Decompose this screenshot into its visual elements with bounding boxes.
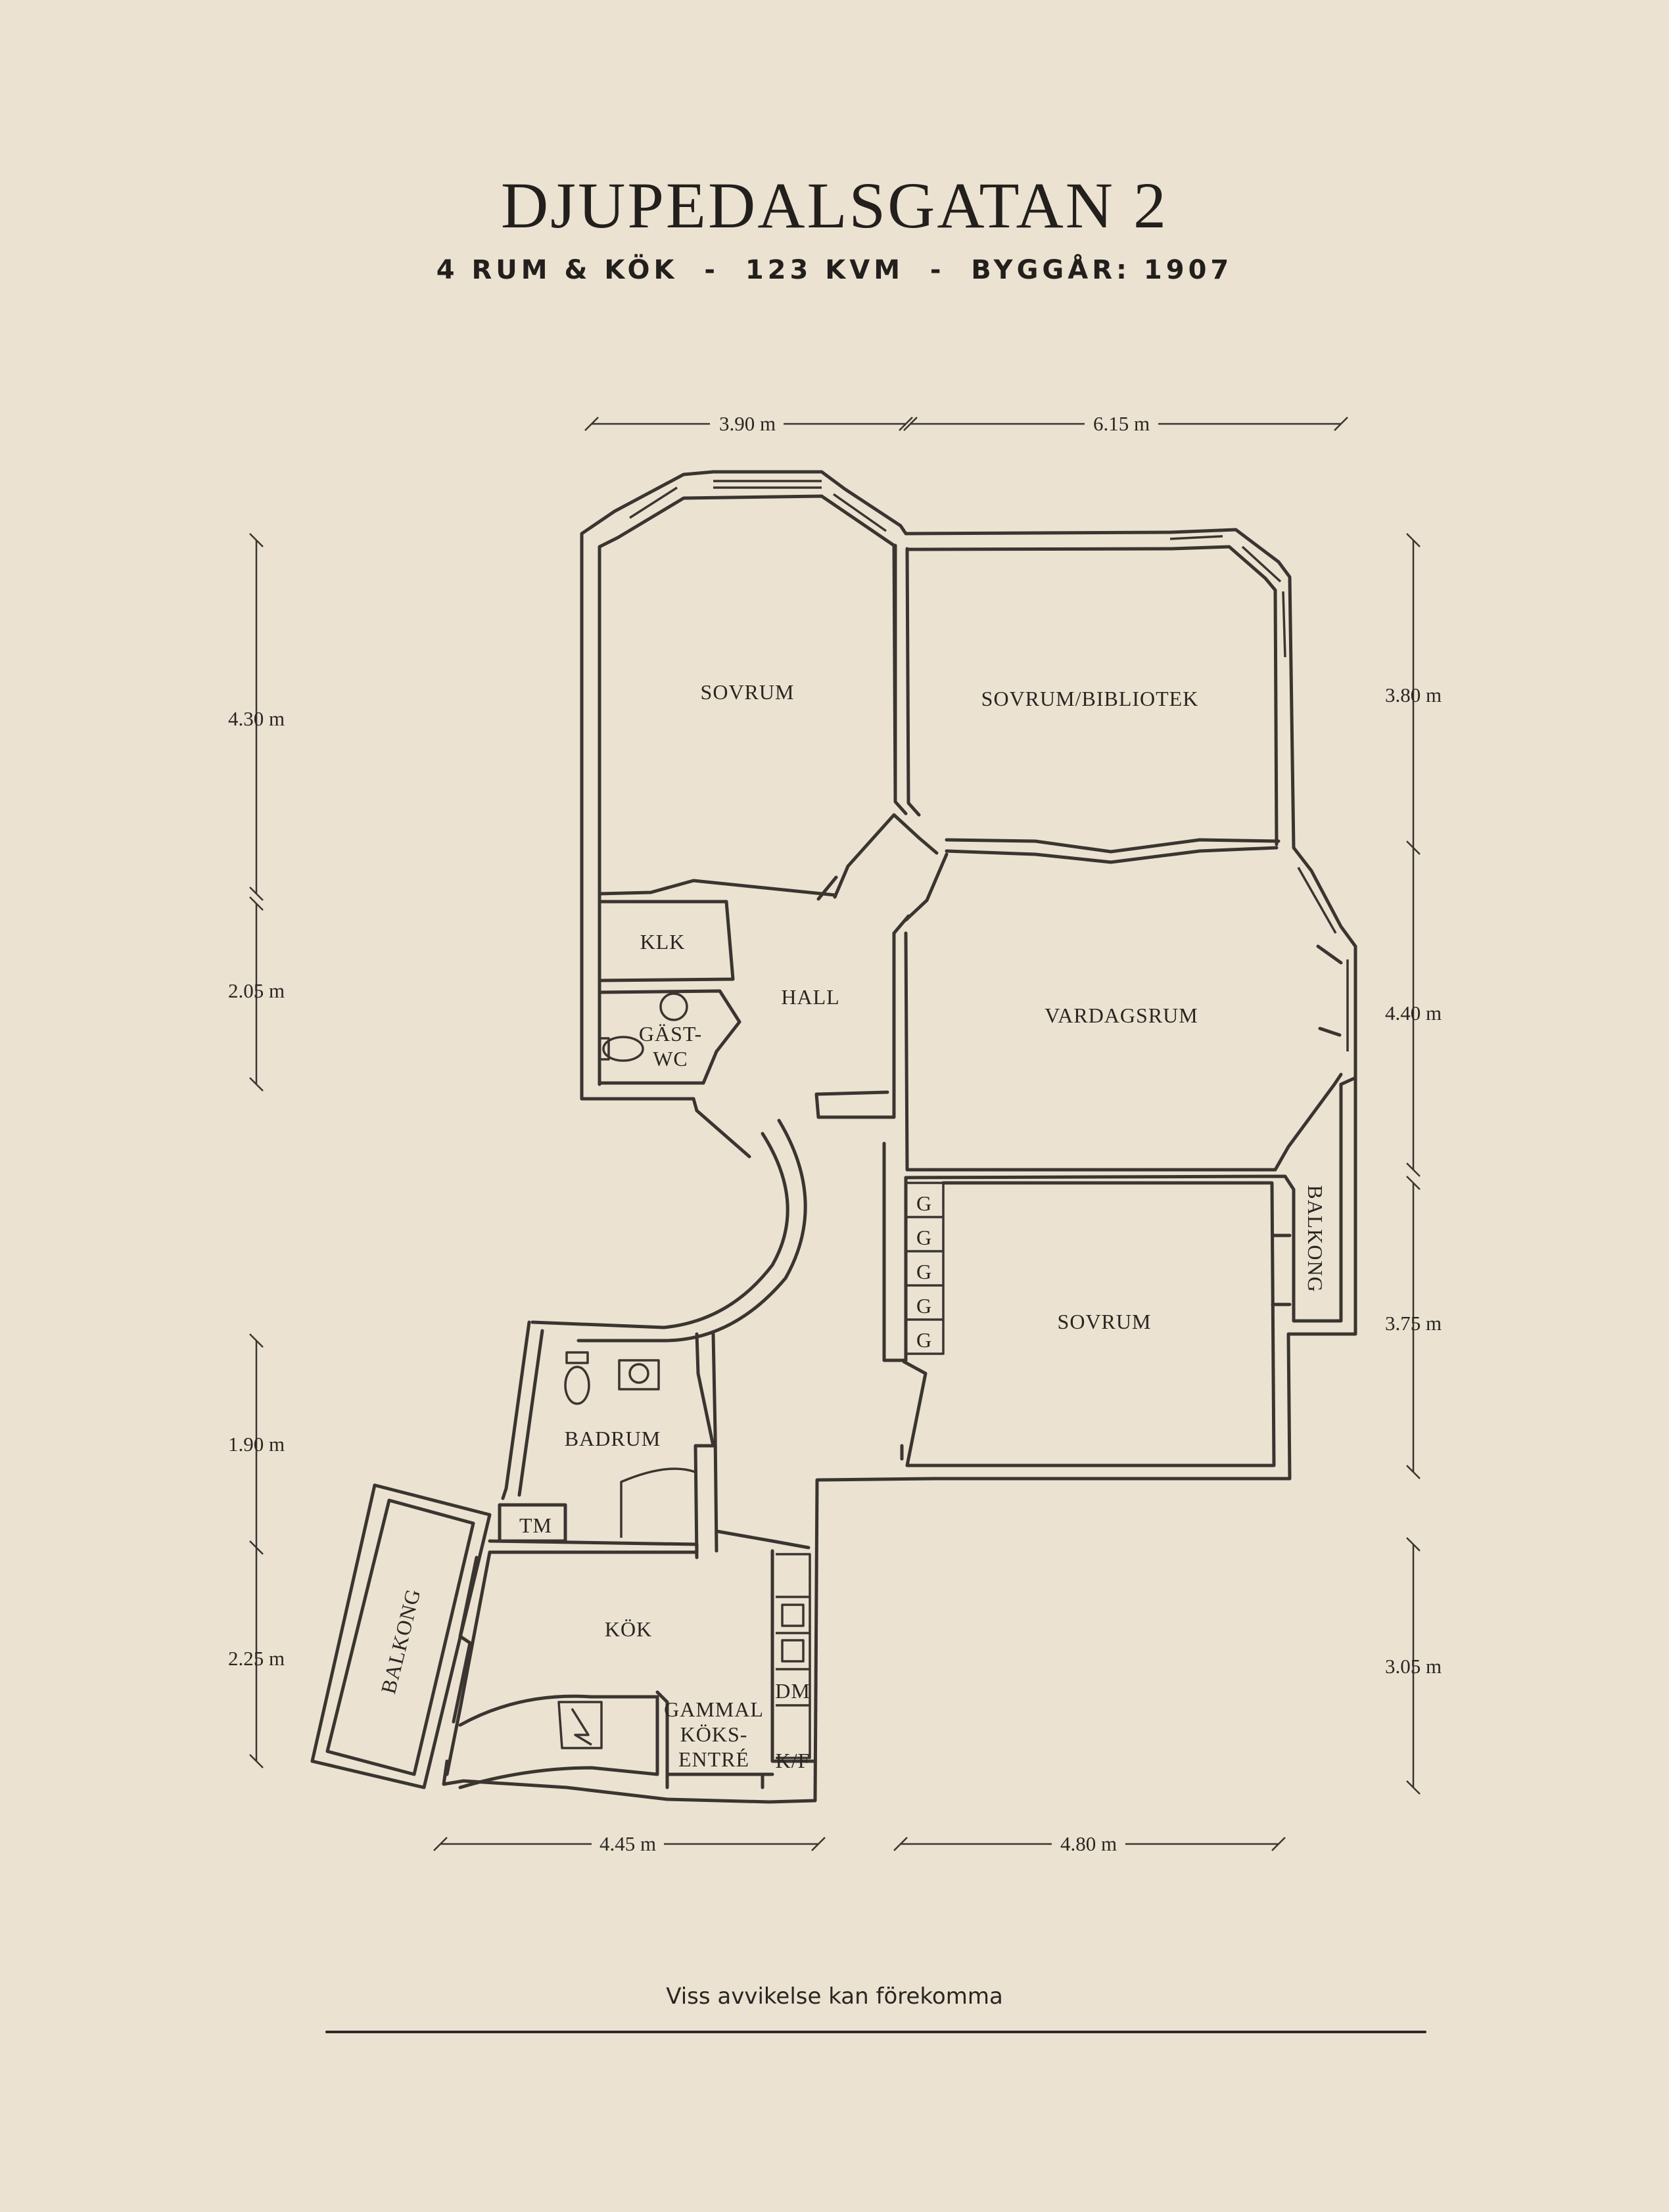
dimension-top-left: 3.90 m — [719, 412, 776, 435]
room-label-sovrum: SOVRUM — [701, 680, 795, 704]
room-label-kf: K/F — [776, 1749, 811, 1772]
dimension-left-2: 2.05 m — [228, 979, 285, 1002]
dimension-left-4: 2.25 m — [228, 1647, 285, 1670]
dimension-right-1: 3.80 m — [1385, 683, 1442, 706]
page-title: DJUPEDALSGATAN 2 — [500, 169, 1169, 242]
dimension-bottom-right: 4.80 m — [1060, 1832, 1117, 1855]
room-label-balkong-right: BALKONG — [1304, 1185, 1327, 1292]
room-label-tm: TM — [519, 1513, 552, 1537]
closet-label: G — [916, 1328, 932, 1352]
interior-walls — [310, 480, 1357, 1789]
bathroom-fixtures — [564, 992, 688, 1405]
closet-label: G — [916, 1226, 932, 1249]
room-label-balkong-left: BALKONG — [376, 1586, 425, 1696]
closet-label: G — [916, 1260, 932, 1283]
room-label-vardagsrum: VARDAGSRUM — [1045, 1003, 1198, 1027]
room-label-gammal-line3: ENTRÉ — [678, 1747, 749, 1771]
closet-label: G — [916, 1191, 932, 1215]
sink-icon — [659, 992, 688, 1021]
room-label-gammal-line2: KÖKS- — [680, 1722, 748, 1746]
outer-walls — [442, 470, 1357, 1804]
toilet-icon — [564, 1366, 590, 1405]
room-label-gast-wc-line1: GÄST- — [639, 1022, 702, 1046]
room-label-sovrum-2: SOVRUM — [1058, 1310, 1152, 1333]
room-label-gammal-line1: GAMMAL — [664, 1697, 764, 1721]
room-label-badrum: BADRUM — [565, 1427, 661, 1450]
dimension-right-2: 4.40 m — [1385, 1002, 1442, 1025]
room-label-klk: KLK — [640, 930, 686, 954]
closet-label: G — [916, 1294, 932, 1318]
room-label-sovrum-bibliotek: SOVRUM/BIBLIOTEK — [981, 687, 1199, 710]
room-label-dm: DM — [775, 1679, 811, 1703]
dimension-lines: 3.90 m 6.15 m 4.30 m 2.05 m 1.90 m 2.25 … — [228, 412, 1442, 1855]
room-label-gast-wc-line2: WC — [653, 1047, 688, 1071]
room-label-hall: HALL — [781, 985, 839, 1009]
room-labels: SOVRUM SOVRUM/BIBLIOTEK KLK GÄST- WC HAL… — [376, 680, 1327, 1772]
dimension-top-right: 6.15 m — [1093, 412, 1150, 435]
dimension-right-4: 3.05 m — [1385, 1655, 1442, 1678]
dimension-left-3: 1.90 m — [228, 1433, 285, 1456]
dimension-left-1: 4.30 m — [228, 707, 285, 730]
disclaimer-text: Viss avvikelse kan förekomma — [666, 1983, 1003, 2010]
dimension-bottom-left: 4.45 m — [599, 1832, 656, 1855]
toilet-icon — [602, 1036, 644, 1062]
footer-divider — [325, 2031, 1426, 2033]
dimension-right-3: 3.75 m — [1385, 1312, 1442, 1335]
sink-icon — [618, 1359, 660, 1391]
page-subtitle: 4 RUM & KÖK - 123 KVM - BYGGÅR: 1907 — [436, 255, 1233, 285]
room-label-kok: KÖK — [605, 1617, 652, 1641]
